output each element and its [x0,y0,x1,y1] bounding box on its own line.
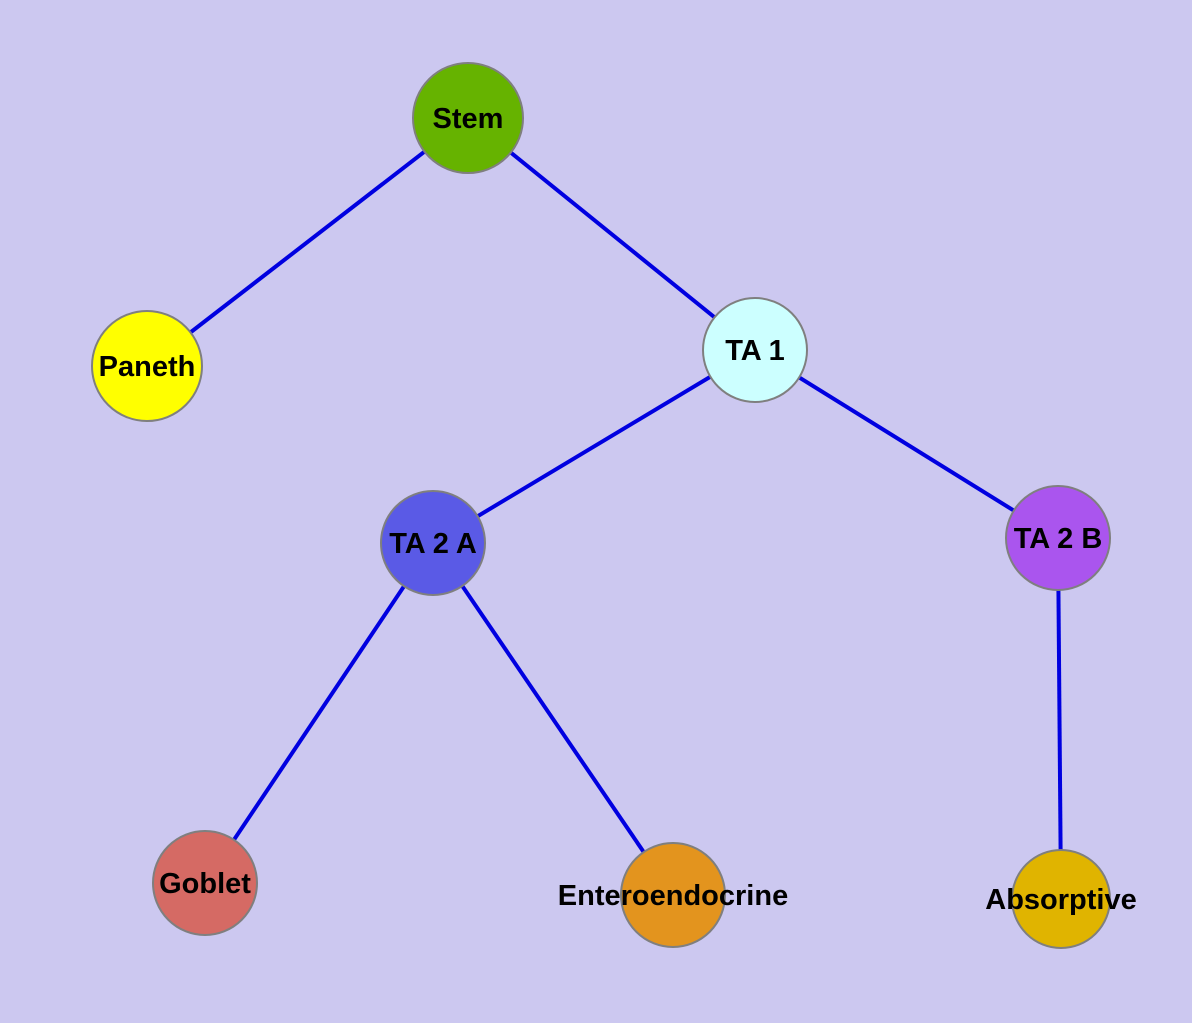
edge-ta2a-enteroendocrine [431,541,675,897]
node-paneth[interactable]: Paneth [91,310,203,422]
node-goblet[interactable]: Goblet [152,830,258,936]
edge-ta1-ta2a [431,348,757,545]
node-circle-ta2b[interactable] [1005,485,1111,591]
node-circle-goblet[interactable] [152,830,258,936]
node-circle-ta2a[interactable] [380,490,486,596]
node-circle-ta1[interactable] [702,297,808,403]
edge-stem-ta1 [466,116,757,352]
node-circle-absorptive[interactable] [1011,849,1111,949]
node-ta2a[interactable]: TA 2 A [380,490,486,596]
node-circle-enteroendocrine[interactable] [620,842,726,948]
node-ta2b[interactable]: TA 2 B [1005,485,1111,591]
node-absorptive[interactable]: Absorptive [985,849,1137,949]
edge-ta2b-absorptive [1056,537,1063,900]
node-stem[interactable]: Stem [412,62,524,174]
edge-ta2a-goblet [203,541,435,885]
node-ta1[interactable]: TA 1 [702,297,808,403]
node-circle-stem[interactable] [412,62,524,174]
node-circle-paneth[interactable] [91,310,203,422]
edge-ta1-ta2b [753,348,1060,540]
edge-stem-paneth [145,116,470,368]
node-enteroendocrine[interactable]: Enteroendocrine [558,842,788,948]
